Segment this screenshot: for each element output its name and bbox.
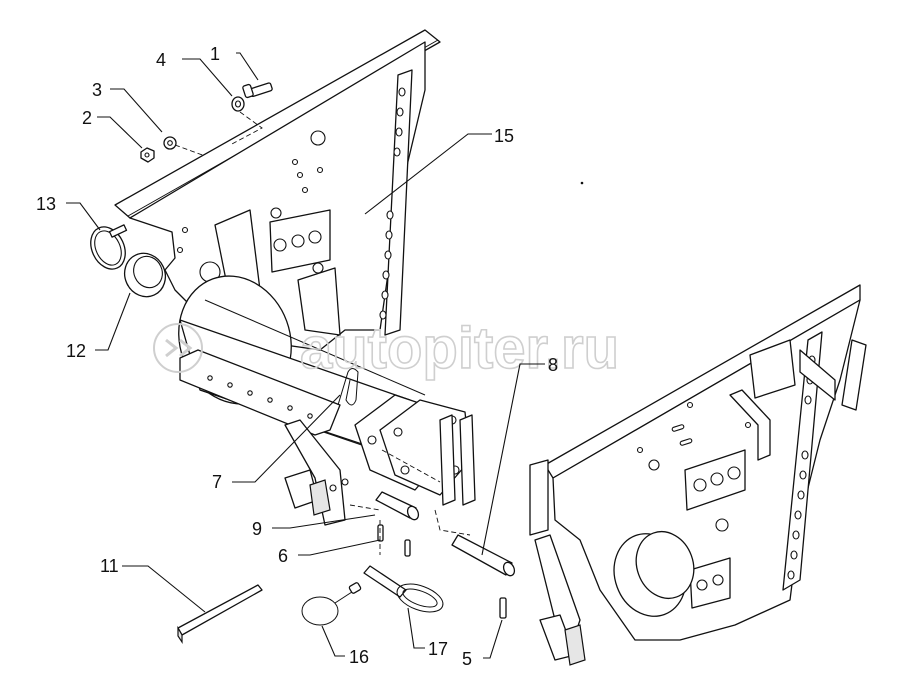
- callout-8: 8: [548, 355, 558, 375]
- callout-3: 3: [92, 80, 102, 100]
- callout-9: 9: [252, 519, 262, 539]
- leader-lines: [66, 52, 545, 659]
- part-3-washer: [163, 136, 177, 150]
- part-2-nut: [140, 147, 155, 163]
- callout-5: 5: [462, 649, 472, 669]
- left-bracket-plate: [114, 29, 441, 351]
- part-9-pin: [375, 491, 420, 521]
- right-bracket-plate: [544, 284, 861, 641]
- callout-17: 17: [428, 639, 448, 659]
- part-4-washer: [231, 96, 245, 112]
- lower-strap: [179, 349, 341, 436]
- part-6-roll-pins: [377, 524, 411, 557]
- callout-11: 11: [100, 556, 119, 576]
- part-17-lynch-pin: [363, 565, 444, 613]
- part-12-sleeve: [123, 252, 167, 298]
- callout-labels: 1 2 3 4 5 6 7 8 9 11 12 13 15 16 17: [36, 44, 558, 669]
- part-1-bolt: [242, 82, 273, 99]
- callout-13: 13: [36, 194, 56, 214]
- callout-4: 4: [156, 50, 166, 70]
- part-13-hose-clamp: [90, 224, 128, 270]
- left-strip-holes: [379, 87, 406, 320]
- watermark-text: autopiter.ru: [300, 316, 619, 381]
- callout-7: 7: [212, 472, 222, 492]
- part-11-key-bar: [177, 584, 263, 644]
- part-16-ring-pin: [301, 582, 362, 626]
- right-side-brackets: [439, 339, 867, 666]
- callout-12: 12: [66, 341, 86, 361]
- watermark: autopiter.ru: [153, 315, 620, 382]
- callout-1: 1: [210, 44, 220, 64]
- part-5-roll-pin: [499, 597, 507, 619]
- callout-15: 15: [494, 126, 514, 146]
- callout-16: 16: [349, 647, 369, 667]
- part-7-spring-clip: [337, 368, 359, 406]
- callout-6: 6: [278, 546, 288, 566]
- callout-2: 2: [82, 108, 92, 128]
